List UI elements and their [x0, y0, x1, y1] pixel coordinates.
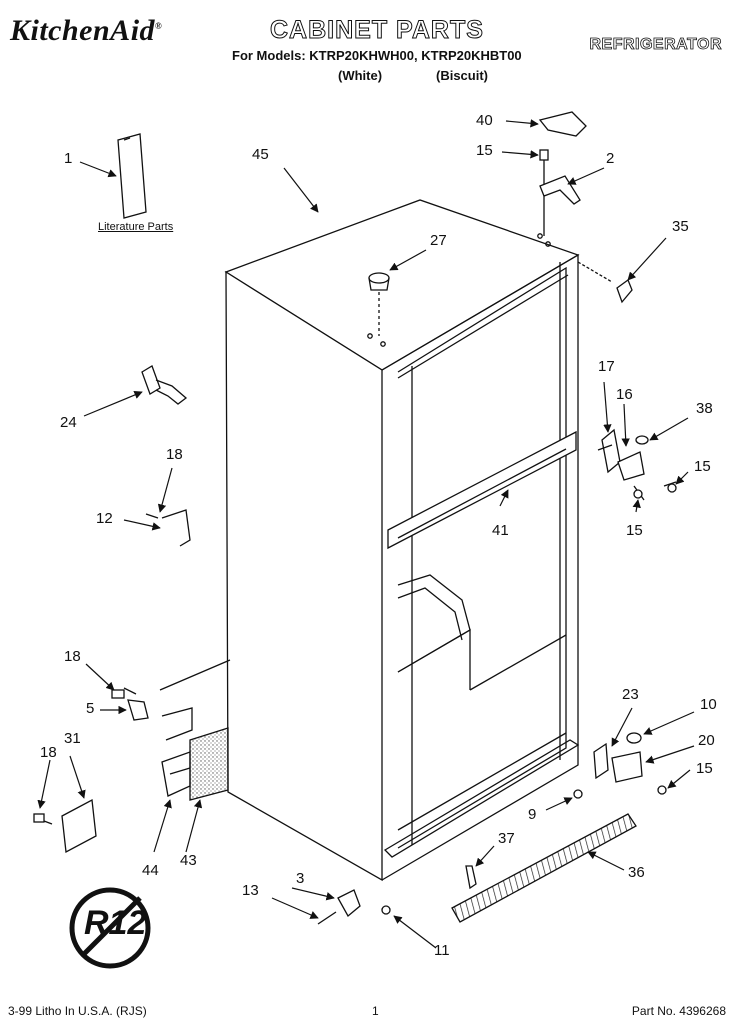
callout-12: 12	[96, 510, 113, 527]
callout-9: 9	[528, 806, 537, 823]
callout-31: 31	[64, 730, 81, 747]
callout-16: 16	[616, 386, 633, 403]
leader-lines	[37, 119, 695, 949]
callout-36: 36	[628, 864, 645, 881]
callout-43: 43	[180, 852, 197, 869]
callout-3: 3	[296, 870, 305, 887]
footer-part-number: Part No. 4396268	[631, 1004, 726, 1018]
r12-badge-text: R12	[84, 904, 147, 942]
callout-20: 20	[698, 732, 715, 749]
callout-11: 11	[434, 942, 450, 959]
callout-18: 18	[64, 648, 81, 665]
footer-page: 1	[372, 1004, 379, 1018]
callout-24: 24	[60, 414, 77, 431]
callout-27: 27	[430, 232, 447, 249]
callout-18: 18	[40, 744, 57, 761]
cabinet-shell	[224, 199, 580, 882]
callout-15: 15	[696, 760, 713, 777]
callout-44: 44	[142, 862, 159, 879]
callout-40: 40	[476, 112, 493, 129]
callout-37: 37	[498, 830, 515, 847]
page-title: CABINET PARTS	[270, 16, 484, 45]
callout-41: 41	[492, 522, 509, 539]
callout-38: 38	[696, 400, 713, 417]
callout-17: 17	[598, 358, 615, 375]
callout-15: 15	[476, 142, 493, 159]
callout-35: 35	[672, 218, 689, 235]
brand-logo: KitchenAid®	[10, 14, 163, 47]
models-line: For Models: KTRP20KHWH00, KTRP20KHBT00	[232, 48, 522, 63]
callout-23: 23	[622, 686, 639, 703]
literature-parts-label: Literature Parts	[98, 221, 174, 233]
color-biscuit: (Biscuit)	[436, 68, 488, 83]
callout-15: 15	[694, 458, 711, 475]
footer-litho: 3-99 Litho In U.S.A. (RJS)	[8, 1004, 147, 1018]
r12-badge	[69, 887, 151, 969]
callout-2: 2	[606, 150, 615, 167]
category-label: REFRIGERATOR	[589, 36, 722, 54]
callout-45: 45	[252, 146, 269, 163]
callout-13: 13	[242, 882, 259, 899]
color-white: (White)	[338, 68, 383, 83]
callout-18: 18	[166, 446, 183, 463]
callout-5: 5	[86, 700, 95, 717]
callout-1: 1	[64, 150, 73, 167]
callout-10: 10	[700, 696, 717, 713]
callout-15: 15	[626, 522, 643, 539]
